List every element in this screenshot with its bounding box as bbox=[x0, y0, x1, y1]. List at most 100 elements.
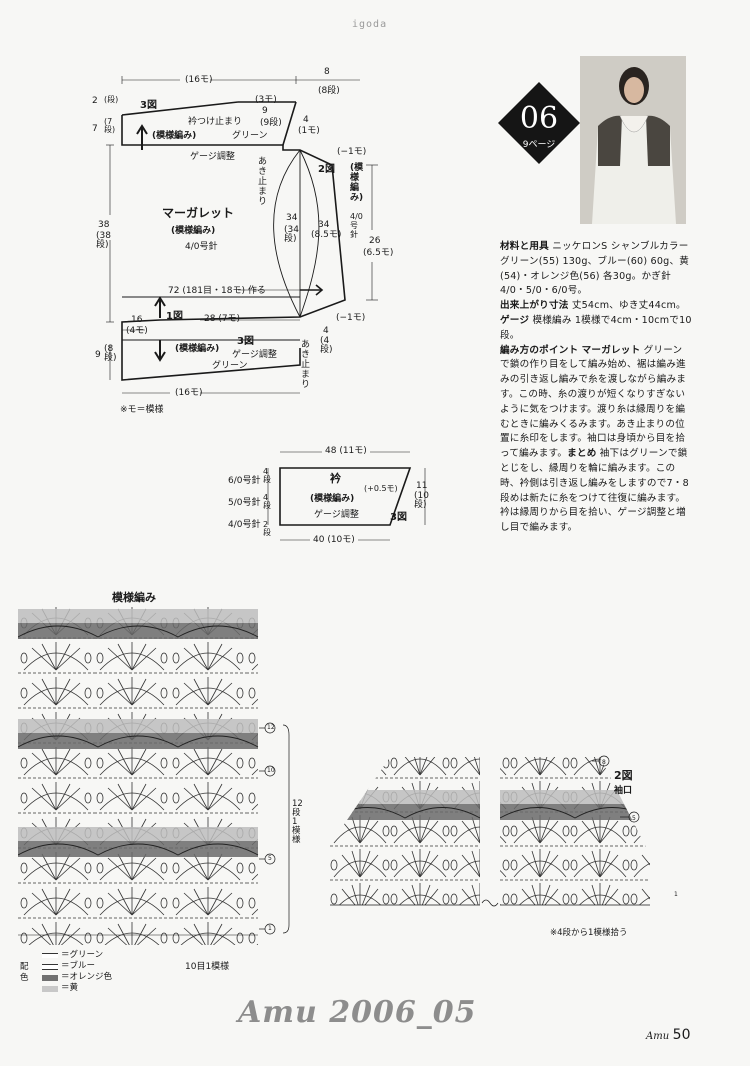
nine-label: 9 bbox=[262, 106, 268, 116]
footer-amu: Amu bbox=[646, 1031, 670, 1042]
legend-swatch-blue bbox=[42, 963, 58, 970]
c4b-label: (4段) bbox=[320, 336, 333, 355]
collar-seg4b-label: 4段 bbox=[263, 493, 271, 510]
collar-bottom-label: 40 (10モ) bbox=[310, 535, 358, 545]
collar-hook4-label: 4/0号針 bbox=[228, 520, 261, 530]
stitch-chart-left-markers bbox=[259, 722, 290, 935]
collar-hook5-label: 5/0号針 bbox=[228, 498, 261, 508]
repeat-rows-label: 12段1模様 bbox=[292, 799, 303, 845]
fig3-top-label: 3図 bbox=[140, 100, 157, 111]
size-label: 出来上がり寸法 bbox=[500, 300, 569, 312]
gauge-label: ゲージ bbox=[500, 314, 530, 326]
legend-item: ＝オレンジ色 bbox=[42, 972, 112, 983]
color-legend: ＝グリーン ＝ブルー ＝オレンジ色 ＝黄 bbox=[20, 950, 112, 994]
bottom-width-label: (16モ) bbox=[175, 388, 203, 398]
c28-label: 28 (7モ) bbox=[204, 314, 241, 324]
nine-rows-label: (9段) bbox=[260, 118, 282, 128]
footer-page-number: Amu 50 bbox=[646, 1027, 691, 1043]
legend-swatch-yellow bbox=[42, 985, 58, 992]
left-top-7-rows: (7段) bbox=[104, 117, 116, 134]
left-9-rows-label: (8段) bbox=[104, 344, 117, 363]
badge-diamond bbox=[498, 82, 580, 164]
c34d-label: (8.5モ) bbox=[311, 230, 342, 240]
collar-title: 衿 bbox=[330, 472, 341, 485]
stitch-chart-right bbox=[330, 755, 650, 907]
collar-top-label: 48 (11モ) bbox=[322, 446, 370, 456]
green-label: グリーン bbox=[232, 131, 268, 141]
c4mo-label: (4モ) bbox=[126, 326, 148, 336]
repeat-stitches-label: 10目1模様 bbox=[185, 962, 230, 972]
cuff-row-1-marker: 1 bbox=[674, 891, 678, 898]
collar-fig3-label: 3図 bbox=[390, 512, 407, 523]
fig1-label: 1図 bbox=[166, 311, 183, 322]
top-right-rows: (8段) bbox=[318, 86, 340, 96]
finish-label: まとめ bbox=[567, 448, 597, 460]
collar-seg2-label: 2段 bbox=[263, 520, 271, 537]
cuff-fig-label: 2図 bbox=[614, 769, 633, 782]
row-5-marker: 5 bbox=[268, 855, 272, 862]
materials-label: 材料と用具 bbox=[500, 241, 549, 252]
fig3-bottom-label: 3図 bbox=[237, 336, 254, 347]
legend-item: ＝黄 bbox=[42, 983, 112, 994]
bottom-pattern-label: (模様編み) bbox=[175, 344, 220, 354]
collar-pattern-label: (模様編み) bbox=[310, 494, 355, 504]
left-top-2: 2 bbox=[92, 96, 98, 106]
left-38-label: 38 bbox=[98, 220, 110, 230]
left-top-2-rows: (段) bbox=[104, 95, 119, 104]
c16-label: 16 bbox=[131, 315, 143, 325]
cuff-note: ※4段から1模様拾う bbox=[550, 928, 628, 938]
legend-title: 配色 bbox=[20, 962, 29, 983]
opening-bottom-label: あき止まり bbox=[301, 340, 311, 390]
badge-number: 06 bbox=[519, 101, 559, 136]
instructions-text: 材料と用具 ニッケロンS シャンブルカラー グリーン(55) 130g、ブルー(… bbox=[500, 240, 692, 536]
stitch-chart-title: 模様編み bbox=[112, 591, 156, 604]
legend-label: ＝グリーン bbox=[61, 950, 104, 960]
chain-label: 72 (181目・18モ) 作る bbox=[168, 286, 266, 296]
collar-attach-label: 衿つけ止まり bbox=[188, 117, 243, 127]
c26b-label: (6.5モ) bbox=[363, 248, 394, 258]
model-photo bbox=[580, 56, 686, 224]
four-label: 4 bbox=[303, 115, 309, 125]
pattern-green-label: (模様編み) bbox=[152, 131, 197, 141]
legend-label: ＝黄 bbox=[61, 983, 79, 993]
collar-right-label: 11 bbox=[416, 481, 428, 491]
pattern-vertical-label: (模様編み) bbox=[350, 163, 364, 203]
collar-gauge-label: ゲージ調整 bbox=[314, 510, 359, 520]
row-1-marker: 1 bbox=[268, 925, 272, 932]
cuff-fig-sub-label: 袖口 bbox=[614, 786, 633, 796]
c34a-label: 34 bbox=[286, 213, 298, 223]
badge-page-ref: 9ページ bbox=[522, 140, 556, 150]
row-12-marker: 12 bbox=[267, 724, 275, 731]
opening-top-label: あき止まり bbox=[258, 157, 268, 207]
legend-swatch-green bbox=[42, 953, 58, 958]
one-mo-label: (1モ) bbox=[298, 126, 320, 136]
watermark: igoda bbox=[352, 19, 388, 30]
legend-swatch-orange bbox=[42, 974, 58, 981]
schematic-title-pattern: (模様編み) bbox=[171, 226, 216, 236]
points-text-1: グリーンで鎖の作り目をして編み始め、裾は編み進みの引き返し編みで糸を渡しながら編… bbox=[500, 344, 687, 460]
materials-text: ニッケロンS シャンブルカラー グリーン(55) 130g、ブルー(60) 60… bbox=[500, 241, 690, 297]
three-mo-label: (3モ) bbox=[255, 95, 277, 105]
hook-vertical-label: 4/0号針 bbox=[350, 212, 363, 239]
top-right-label: 8 bbox=[324, 67, 330, 77]
c26-label: 26 bbox=[369, 236, 381, 246]
legend-item: ＝ブルー bbox=[42, 961, 112, 972]
page-number: 50 bbox=[672, 1027, 691, 1043]
left-38-rows-label: (38段) bbox=[96, 231, 111, 250]
gauge-adjust-label: ゲージ調整 bbox=[190, 152, 235, 162]
minus1-bottom-label: (−1モ) bbox=[336, 313, 366, 323]
c4-label: 4 bbox=[323, 326, 329, 336]
bottom-gauge-label: ゲージ調整 bbox=[232, 350, 277, 360]
top-width-label: (16モ) bbox=[185, 75, 213, 85]
gauge-text: 模様編み 1模様で4cm・10cmで10段。 bbox=[500, 314, 692, 341]
collar-right-rows-label: (10段) bbox=[414, 491, 429, 510]
size-text: 丈54cm、ゆき丈44cm。 bbox=[571, 300, 686, 312]
bottom-green-label: グリーン bbox=[212, 361, 248, 371]
legend-label: ＝オレンジ色 bbox=[61, 972, 113, 982]
footer-brand: Amu 2006_05 bbox=[238, 995, 477, 1030]
points-text-2: 袖下はグリーンで鎖とじをし、縁周りを輪に編みます。この時、衿側は引き返し編みをし… bbox=[500, 448, 689, 534]
points-sub-label: マーガレット bbox=[581, 344, 641, 356]
collar-increase-label: (+0.5モ) bbox=[364, 484, 398, 493]
c34b-label: (34段) bbox=[284, 225, 299, 244]
left-top-7: 7 bbox=[92, 124, 98, 134]
